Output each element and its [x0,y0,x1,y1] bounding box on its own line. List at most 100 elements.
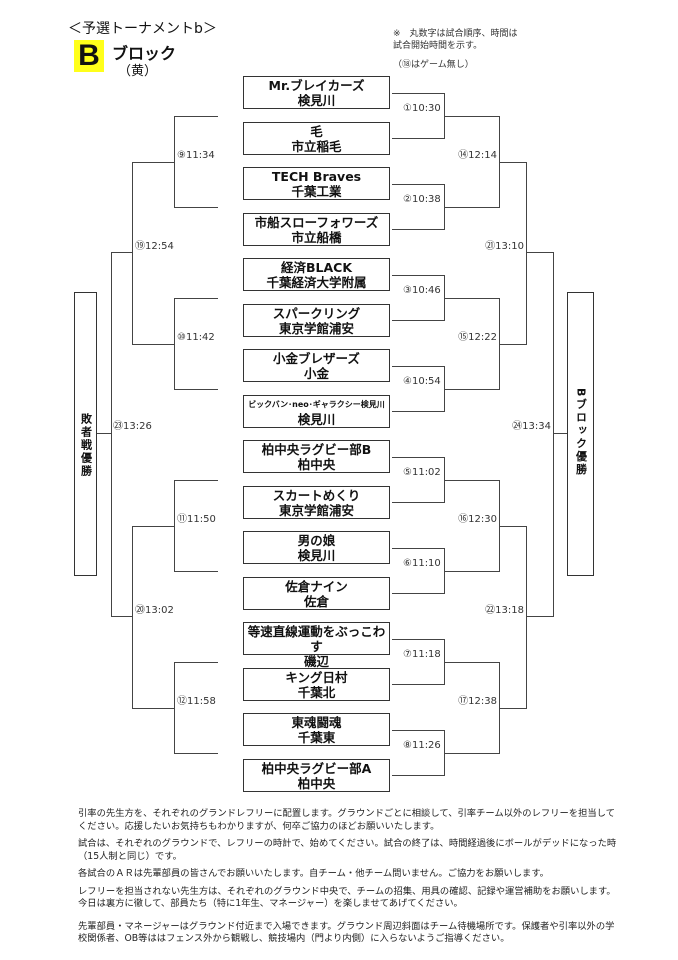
legend-note-line: ※ 丸数字は試合順序、時間は [393,29,518,39]
bracket-line [392,184,445,186]
game-time-label: ①10:30 [403,103,441,114]
team-name: ビックバン･neo･ギャラクシー検見川 [248,400,385,409]
team-school: 磯辺 [303,654,329,669]
bracket-line [444,480,500,482]
bracket-line [132,343,175,345]
team-school: 柏中央 [297,457,336,472]
bracket-line [392,730,445,732]
team-name: キング日村 [285,670,348,685]
bracket-line [392,138,445,140]
game-time-label: ⑮12:22 [458,331,497,343]
bracket-line [444,184,446,229]
losers-champion-label: 敗者戦優勝 [79,413,93,478]
game-time-label: ⑲12:54 [135,240,174,252]
bracket-line [526,616,554,618]
team-school: 市立船橋 [291,230,342,245]
game-time-label: ④10:54 [403,376,441,387]
game-time-label: ⑩11:42 [177,331,215,343]
bracket-line [392,275,445,277]
block-champion-label: Bブロック優勝 [574,388,588,477]
bracket-line [553,433,568,435]
bracket-line [392,457,445,459]
team-name: 男の娘 [297,533,336,548]
block-letter-badge: B [74,40,104,72]
team-name: 佐倉ナイン [285,579,348,594]
bracket-line [174,389,218,391]
bracket-line [392,93,445,95]
team-school: 小金 [303,366,329,381]
team-box: 毛市立稲毛 [243,122,390,155]
team-school: 柏中央 [297,776,336,791]
bracket-line [174,753,218,755]
bracket-line [392,775,445,777]
bracket-line [174,116,218,118]
team-box: キング日村千葉北 [243,668,390,701]
bracket-line [174,480,218,482]
block-champion-box: Bブロック優勝 [567,292,594,576]
bracket-line [174,571,218,573]
instruction-paragraph: 引率の先生方を、それぞれのグランドレフリーに配置します。グラウンドごとに相談して… [78,808,615,832]
bracket-line [499,525,527,527]
team-box: スカートめくり東京学館浦安 [243,486,390,519]
team-name: 小金ブレザーズ [273,351,360,366]
team-school: 検見川 [297,93,336,108]
team-box: 東魂闘魂千葉東 [243,713,390,746]
team-school: 検見川 [297,412,336,427]
bracket-line [444,753,500,755]
bracket-line [174,298,218,300]
bracket-line [444,457,446,502]
bracket-line [111,252,133,254]
game-time-label: ②10:38 [403,194,441,205]
team-box: ビックバン･neo･ギャラクシー検見川検見川 [243,395,390,428]
instruction-paragraph: レフリーを担当されない先生方は、それぞれのグラウンド中央で、チームの招集、用具の… [78,885,616,910]
game-time-label: ㉔13:34 [512,421,551,432]
bracket-line [111,616,133,618]
game-time-label: ⑰12:38 [458,695,497,707]
instructions: 引率の先生方を、それぞれのグランドレフリーに配置します。グラウンドごとに相談して… [78,808,618,951]
team-school: 東京学館浦安 [278,321,354,336]
bracket-line [392,684,445,686]
team-box: スパークリング東京学館浦安 [243,304,390,337]
team-box: 佐倉ナイン佐倉 [243,577,390,610]
bracket-line [444,298,500,300]
bracket-line [444,275,446,320]
team-box: 等速直線運動をぶっこわす磯辺 [243,622,390,669]
team-school: 佐倉 [303,594,329,609]
bracket-line [132,161,175,163]
bracket-line [174,662,218,664]
bracket-line [444,366,446,411]
no-game-note: （⑱はゲーム無し） [393,60,474,70]
team-name: 柏中央ラグビー部B [261,442,372,457]
team-box: 小金ブレザーズ小金 [243,349,390,382]
legend-note: ※ 丸数字は試合順序、時間は 試合開始時間を示す。 [393,28,573,52]
block-color: （黄） [118,64,158,79]
game-time-label: ⑦11:18 [403,649,441,660]
game-time-label: ⑨11:34 [177,149,215,161]
game-time-label: ⑭12:14 [458,149,497,161]
team-box: 市船スローフォワーズ市立船橋 [243,213,390,246]
team-school: 千葉東 [297,730,336,745]
bracket-line [444,639,446,684]
instruction-paragraph: 試合は、それぞれのグラウンドで、レフリーの時計で、始めてください。試合の終了は、… [78,838,617,862]
bracket-line [444,93,446,138]
game-time-label: ⑯12:30 [458,513,497,525]
bracket-line [392,229,445,231]
block-name: ブロック [112,44,177,63]
bracket-line [96,433,112,435]
bracket-line [444,116,500,118]
team-box: Mr.ブレイカーズ検見川 [243,76,390,109]
bracket-line [392,411,445,413]
bracket-line [392,320,445,322]
game-time-label: ㉓13:26 [113,421,152,432]
team-name: 毛 [310,124,323,139]
team-name: TECH Braves [271,169,362,184]
bracket-line [174,207,218,209]
bracket-line [499,343,527,345]
game-time-label: ⑤11:02 [403,467,441,478]
team-name: 東魂闘魂 [291,715,342,730]
bracket-line [444,662,500,664]
bracket-line [444,548,446,593]
game-time-label: ⑥11:10 [403,558,441,569]
